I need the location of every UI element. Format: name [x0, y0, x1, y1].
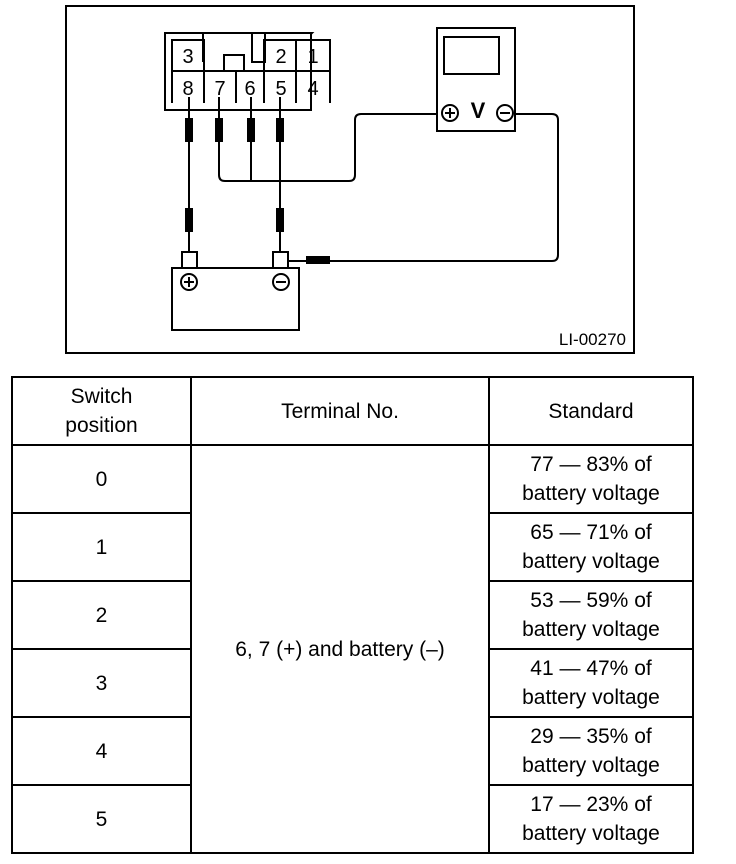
terminal-7: 7 [214, 78, 225, 100]
cell-position: 1 [11, 512, 192, 582]
header-terminal-no: Terminal No. [190, 376, 490, 446]
cell-position: 5 [11, 784, 192, 854]
figure-id: LI-00270 [559, 330, 626, 349]
probe-tips [185, 118, 330, 264]
diagram-frame [65, 5, 635, 354]
voltmeter-label: V [471, 98, 486, 123]
connector [164, 32, 331, 111]
battery [171, 251, 300, 331]
terminal-4: 4 [307, 78, 318, 100]
cell-position: 4 [11, 716, 192, 786]
terminal-5: 5 [275, 78, 286, 100]
cell-position: 0 [11, 444, 192, 514]
terminal-3: 3 [182, 46, 193, 68]
cell-position: 3 [11, 648, 192, 718]
header-standard: Standard [488, 376, 694, 446]
terminal-2: 2 [275, 46, 286, 68]
cell-terminal: 6, 7 (+) and battery (–) [190, 444, 490, 854]
voltmeter [436, 27, 516, 132]
wiring-diagram: 3 2 1 8 7 6 5 4 V [65, 5, 635, 354]
cell-position: 2 [11, 580, 192, 650]
terminal-6: 6 [244, 78, 255, 100]
terminal-1: 1 [307, 46, 318, 68]
terminal-8: 8 [182, 78, 193, 100]
